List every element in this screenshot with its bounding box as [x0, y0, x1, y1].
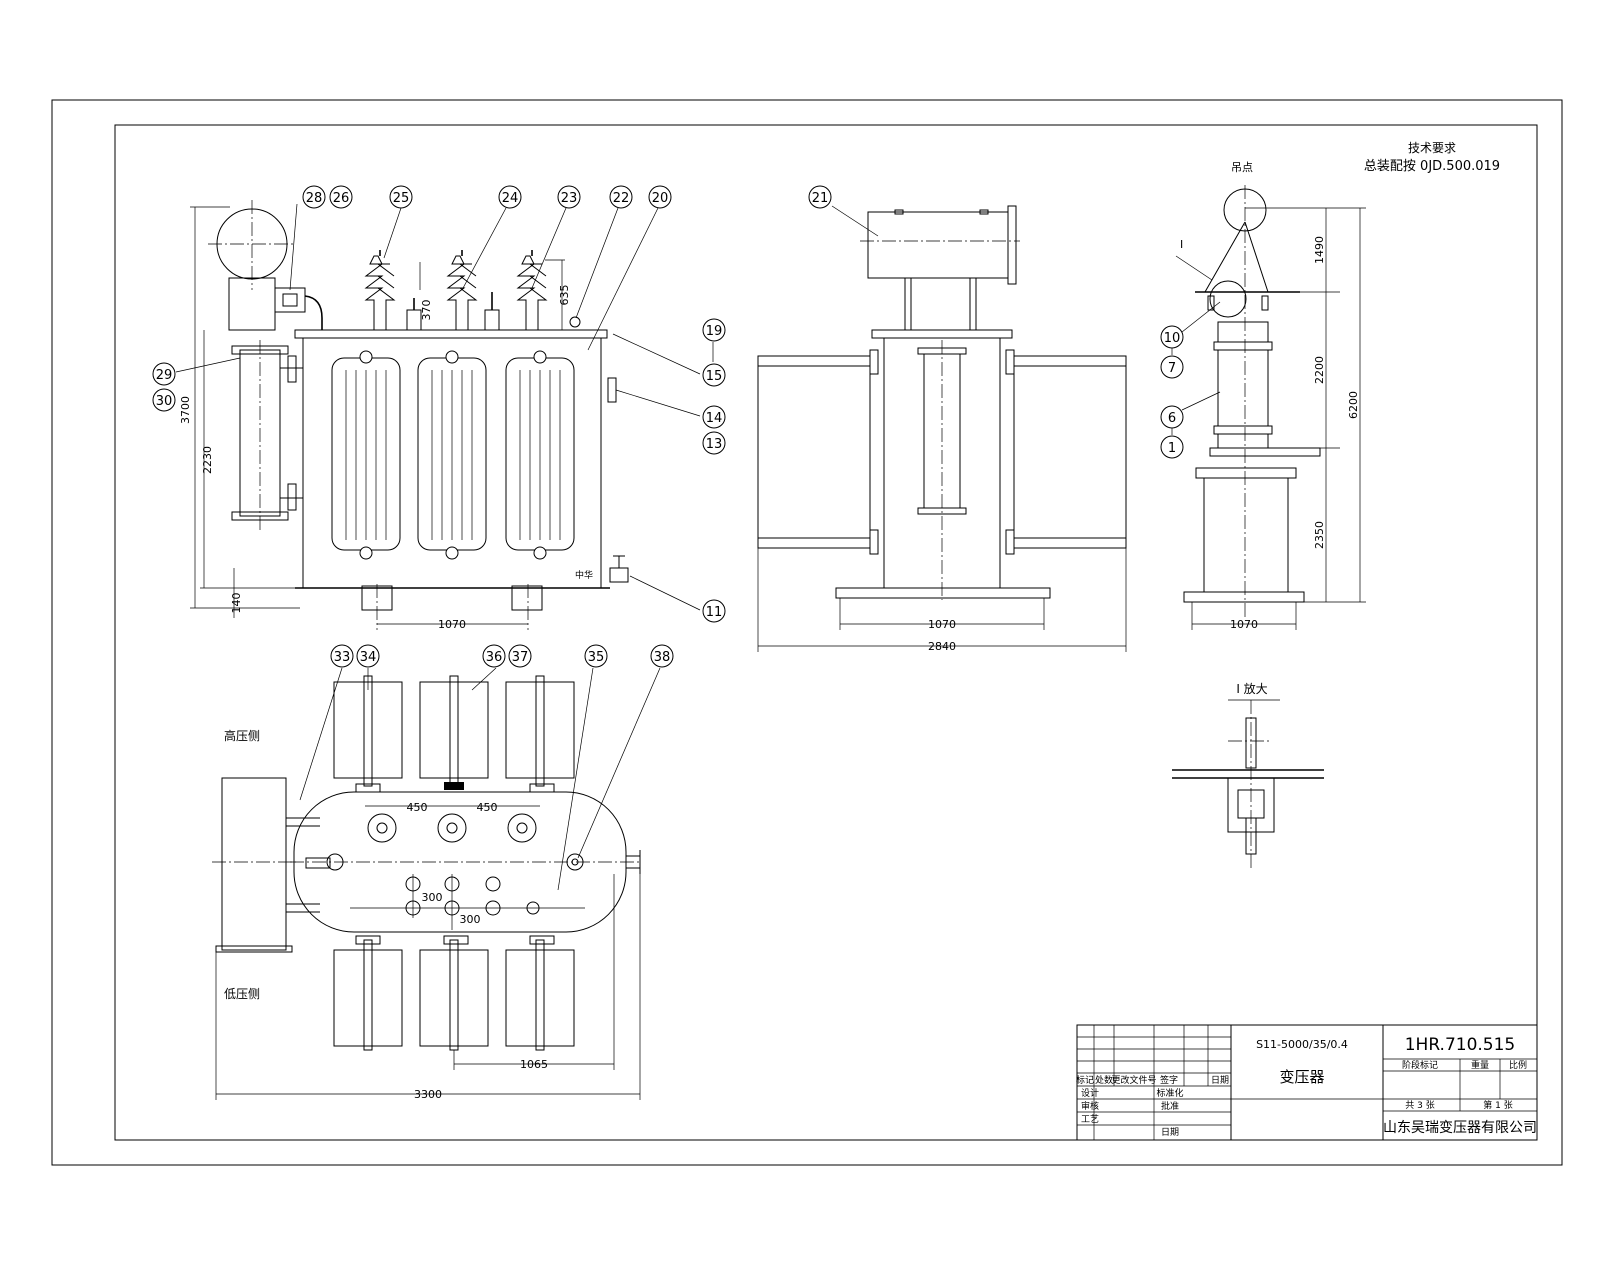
tb-weight: 重量 — [1471, 1059, 1489, 1071]
radiator-1 — [331, 350, 401, 560]
tb-row-1: 审核 — [1081, 1100, 1099, 1112]
balloon-11: 11 — [706, 605, 723, 620]
front-view: 中华 3700 2230 140 1070 370 635 — [175, 200, 714, 631]
dim-plan-d: 300 — [460, 913, 481, 926]
tb-name: 变压器 — [1279, 1068, 1324, 1086]
dim-front-width: 1070 — [438, 618, 466, 631]
dim-lift-b: 2200 — [1313, 356, 1326, 384]
front-balloons: 28 26 25 24 23 22 20 29 30 19 15 14 13 1… — [152, 185, 726, 623]
drain-valve — [609, 567, 629, 583]
balloon-24: 24 — [502, 191, 519, 206]
balloon-21: 21 — [812, 191, 829, 206]
hv-side-label: 高压侧 — [224, 728, 260, 743]
balloon-36: 36 — [486, 650, 503, 665]
hv-bushings — [364, 250, 548, 330]
title-block: 标记 处数 更改文件号 签字 日期 设计 审核 工艺 标准化 批准 日期 S11… — [1076, 1024, 1538, 1141]
inner-border — [114, 124, 1538, 1141]
balloon-26: 26 — [333, 191, 350, 206]
dim-plan-e: 1065 — [520, 1058, 548, 1071]
balloon-35: 35 — [588, 650, 605, 665]
balloon-37: 37 — [512, 650, 529, 665]
svg-text:中华: 中华 — [575, 569, 593, 581]
dim-front-base: 140 — [230, 593, 243, 614]
tb-stage: 阶段标记 — [1402, 1059, 1438, 1071]
lifting-balloons: 10 7 6 1 — [1160, 325, 1184, 459]
detail-title: I 放大 — [1236, 681, 1267, 696]
tb-row-right-2: 日期 — [1161, 1127, 1179, 1138]
balloon-38: 38 — [654, 650, 671, 665]
tb-row-right-0: 标准化 — [1156, 1087, 1183, 1099]
balloon-25: 25 — [393, 191, 410, 206]
dim-bushing-b: 635 — [558, 285, 571, 306]
detail-i: I 放大 — [1172, 681, 1324, 870]
dim-lift-width: 1070 — [1230, 618, 1258, 631]
radiator-2 — [417, 350, 487, 560]
balloon-14: 14 — [706, 411, 723, 426]
radiator-3 — [505, 350, 575, 560]
tb-row-2: 工艺 — [1081, 1114, 1099, 1125]
balloon-6: 6 — [1168, 411, 1176, 426]
tb-header-2: 更改文件号 — [1111, 1074, 1156, 1086]
tb-scale: 比例 — [1509, 1059, 1527, 1071]
balloon-30: 30 — [156, 394, 173, 409]
dim-side-width-a: 1070 — [928, 618, 956, 631]
tech-req-title: 技术要求 — [1408, 141, 1456, 155]
balloon-15: 15 — [706, 369, 723, 384]
dim-bushing-a: 370 — [420, 300, 433, 321]
dim-plan-total: 3300 — [414, 1088, 442, 1101]
tb-sheets-total: 共 3 张 — [1405, 1100, 1434, 1111]
hook-label: 吊点 — [1231, 161, 1253, 174]
lv-bushings — [406, 292, 581, 331]
detail-mark: I — [1180, 238, 1183, 251]
tb-drawing-no: 1HR.710.515 — [1405, 1035, 1516, 1055]
balloon-19: 19 — [706, 324, 723, 339]
side-view: 1070 2840 — [757, 205, 1127, 653]
outer-border — [51, 99, 1563, 1166]
balloon-34: 34 — [360, 650, 377, 665]
tb-row-right-1: 批准 — [1161, 1100, 1179, 1112]
dim-plan-a: 450 — [407, 801, 428, 814]
tb-header-4: 日期 — [1211, 1075, 1229, 1086]
balloon-28: 28 — [306, 191, 323, 206]
dim-plan-c: 300 — [422, 891, 443, 904]
tech-req-ref: 总装配按 0JD.500.019 — [1364, 159, 1500, 174]
balloon-1: 1 — [1168, 441, 1176, 456]
tb-company: 山东吴瑞变压器有限公司 — [1383, 1120, 1537, 1136]
balloon-20: 20 — [652, 191, 669, 206]
balloon-7: 7 — [1168, 361, 1176, 376]
balloon-22: 22 — [613, 191, 630, 206]
lifting-view: 吊点 1490 2200 2350 6200 1070 I — [1171, 161, 1366, 631]
tb-row-0: 设计 — [1081, 1087, 1099, 1099]
tb-sheet-no: 第 1 张 — [1483, 1099, 1512, 1111]
tb-header-0: 标记 — [1076, 1074, 1094, 1086]
balloon-33: 33 — [334, 650, 351, 665]
dim-lift-total: 6200 — [1347, 391, 1360, 419]
balloon-13: 13 — [706, 437, 723, 452]
plan-view: 高压侧 低压侧 450 450 — [212, 667, 661, 1101]
dim-front-height-body: 2230 — [201, 446, 214, 474]
dim-lift-a: 1490 — [1313, 236, 1326, 264]
lv-side-label: 低压侧 — [224, 987, 260, 1001]
dim-plan-b: 450 — [477, 801, 498, 814]
dim-side-width-b: 2840 — [928, 640, 956, 653]
dim-front-height-total: 3700 — [179, 396, 192, 424]
tb-header-3: 签字 — [1160, 1074, 1178, 1086]
balloon-23: 23 — [561, 191, 578, 206]
tb-model: S11-5000/35/0.4 — [1256, 1038, 1348, 1051]
dim-lift-c: 2350 — [1313, 521, 1326, 549]
tb-header-1: 处数 — [1095, 1074, 1113, 1086]
balloon-10: 10 — [1164, 331, 1181, 346]
plan-balloons: 33 34 36 37 35 38 — [330, 644, 674, 668]
balloon-29: 29 — [156, 368, 173, 383]
